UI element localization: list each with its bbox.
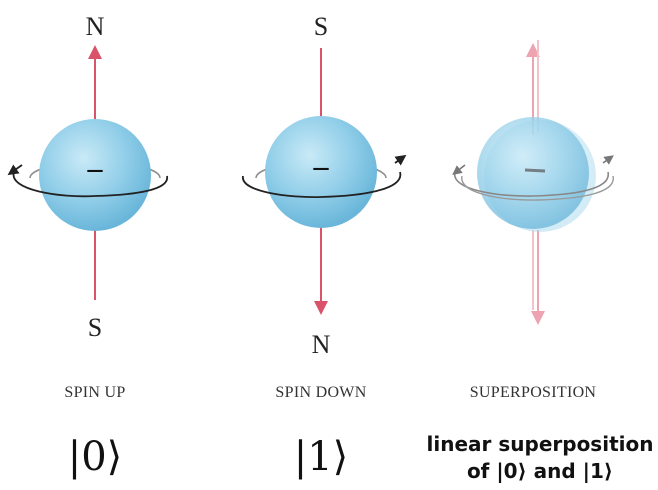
caption-spin-down: SPIN DOWN [275, 384, 366, 401]
rotation-arrowhead-icon [12, 165, 22, 172]
electron-sphere [477, 117, 589, 229]
top-pole-label: N [86, 12, 105, 41]
top-pole-label: S [314, 12, 328, 41]
state-ket-0: |0⟩ [68, 434, 123, 480]
superposition-note-line2: of |0⟩ and |1⟩ [467, 459, 613, 483]
panel-spin-down: S – N SPIN DOWN |1⟩ [243, 12, 402, 480]
caption-spin-up: SPIN UP [64, 384, 125, 401]
rotation-arrowhead-icon [456, 165, 465, 172]
panel-spin-up: N – S SPIN UP |0⟩ [12, 12, 167, 480]
superposition-note-line1: linear superposition [427, 432, 654, 456]
panel-superposition: SUPERPOSITION linear superposition of |0… [427, 40, 654, 483]
caption-superposition: SUPERPOSITION [470, 384, 597, 401]
charge-sign-blurred [525, 170, 545, 171]
bottom-pole-label: N [312, 330, 331, 359]
bottom-pole-label: S [88, 313, 102, 342]
charge-sign: – [313, 150, 330, 183]
charge-sign: – [87, 152, 104, 185]
rotation-arrowhead-icon [603, 158, 610, 163]
rotation-arrowhead-icon [395, 158, 402, 163]
state-ket-1: |1⟩ [294, 434, 349, 480]
